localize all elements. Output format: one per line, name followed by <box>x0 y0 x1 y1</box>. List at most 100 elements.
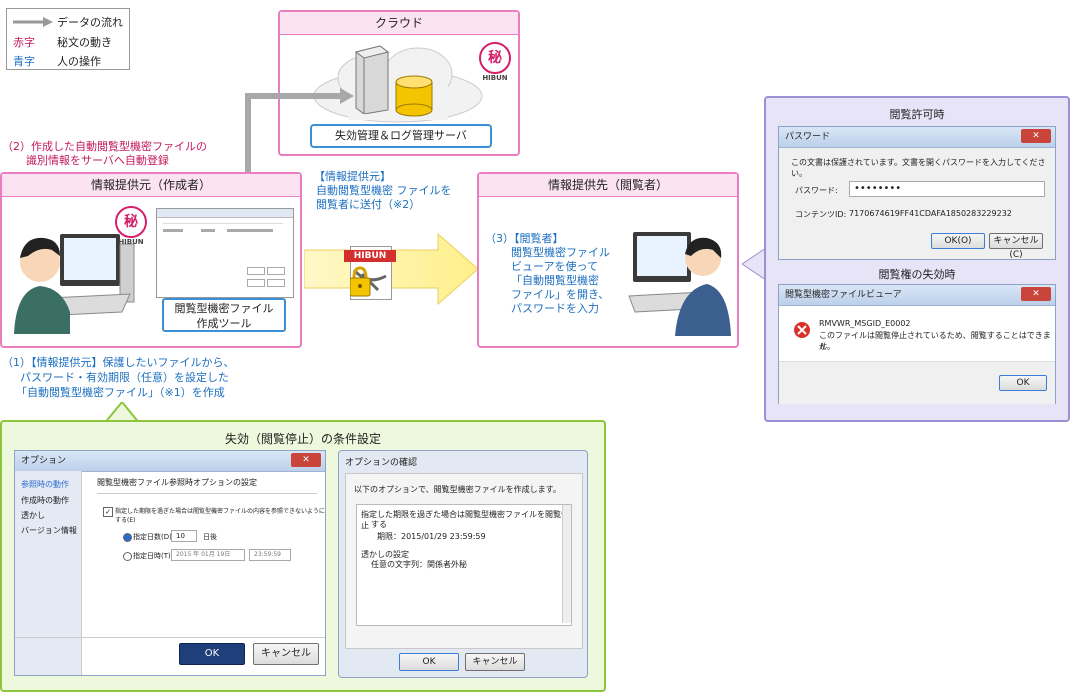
legend-red-desc: 秘文の動き <box>57 36 112 49</box>
recipient-line6: パスワードを入力 <box>511 302 599 315</box>
locked-file-icon: HIBUN <box>344 246 396 308</box>
error-message-line1: このファイルは閲覧停止されているため、閲覧することはできませ <box>819 331 1051 351</box>
days-input[interactable]: 10 <box>171 530 197 542</box>
side-item-create[interactable]: 作成時の動作 <box>21 496 69 505</box>
callout-pointer <box>742 248 766 280</box>
recipient-line4: 「自動閲覧型機密 <box>511 274 599 287</box>
error-message-line2: ん。 <box>819 342 835 351</box>
confirm-line3: 期限：2015/01/29 23:59:59 <box>377 532 486 541</box>
step1-line1: （1）【情報提供元】保護したいファイルから、 <box>2 356 235 369</box>
recipient-line1: （3）【閲覧者】 <box>485 232 564 245</box>
allowed-title: 閲覧許可時 <box>889 108 945 121</box>
server-label: 失効管理＆ログ管理サーバ <box>310 124 492 148</box>
radio-date-label: 指定日時(T): <box>133 552 174 560</box>
legend-arrow-icon <box>13 17 53 27</box>
pw-ok-button[interactable]: OK(O) <box>931 233 985 249</box>
options-heading: 閲覧型機密ファイル参照時オプションの設定 <box>97 478 257 487</box>
pw-input[interactable]: •••••••• <box>849 181 1045 197</box>
send-note-line3: 閲覧者に送付（※2） <box>316 198 421 211</box>
step1-line2: パスワード・有効期限（任意）を設定した <box>20 371 229 384</box>
tool-window-thumbnail <box>156 208 294 298</box>
confirm-cancel-button[interactable]: キャンセル <box>465 653 525 671</box>
person-at-computer-icon <box>14 234 135 334</box>
confirm-line5: 任意の文字列：関係者外秘 <box>371 560 467 569</box>
revoked-title: 閲覧権の失効時 <box>878 268 956 281</box>
viewer-dialog-title: 閲覧型機密ファイルビューア <box>779 285 1055 306</box>
cloud-title: クラウド <box>280 12 518 35</box>
server-icon <box>354 45 390 114</box>
pw-label: パスワード: <box>795 186 838 195</box>
recipient-title: 情報提供先（閲覧者） <box>479 174 737 197</box>
side-item-watermark[interactable]: 透かし <box>21 511 45 520</box>
conditions-title: 失効（閲覧停止）の条件設定 <box>224 432 381 446</box>
confirm-body: 以下のオプションで、閲覧型機密ファイルを作成します。 指定した期限を過ぎた場合は… <box>345 473 583 649</box>
password-dialog: パスワード ✕ この文書は保護されています。文書を開くパスワードを入力してくださ… <box>778 126 1056 260</box>
side-item-version[interactable]: バージョン情報 <box>21 526 77 535</box>
confirm-line4: 透かしの設定 <box>361 550 409 559</box>
side-item-view[interactable]: 参照時の動作 <box>21 480 69 489</box>
expire-checkbox[interactable]: ✓ <box>103 507 113 517</box>
confirm-intro: 以下のオプションで、閲覧型機密ファイルを作成します。 <box>354 485 561 494</box>
viewer-error-dialog: 閲覧型機密ファイルビューア ✕ RMVWR_MSGID_E0002 このファイル… <box>778 284 1056 404</box>
provider-title: 情報提供元（作成者） <box>2 174 300 197</box>
recipient-line2: 閲覧型機密ファイル <box>511 246 610 259</box>
radio-days-label: 指定日数(D): <box>133 533 175 541</box>
days-unit: 日後 <box>203 533 217 541</box>
options-close-button[interactable]: ✕ <box>291 453 321 467</box>
recipient-line3: ビューアを使って <box>511 260 599 273</box>
options-ok-button[interactable]: OK <box>179 643 245 665</box>
confirm-line2: する <box>371 520 387 529</box>
provider-hibun-logo: 秘 HIBUN <box>114 206 148 246</box>
send-note-line2: 自動閲覧型機密 ファイルを <box>316 184 452 197</box>
conditions-pointer <box>104 402 140 424</box>
pw-close-button[interactable]: ✕ <box>1021 129 1051 143</box>
pw-dialog-title: パスワード <box>779 127 1055 148</box>
package-label: HIBUN <box>344 250 396 262</box>
conditions-panel: 失効（閲覧停止）の条件設定 オプション ✕ 参照時の動作 作成時の動作 透かし … <box>0 420 606 692</box>
legend-blue-desc: 人の操作 <box>57 55 101 68</box>
data-flow-arrow-up <box>245 88 354 176</box>
legend-blue-key: 青字 <box>13 55 35 68</box>
content-id-value: 7170674619FF41CDAFA1850283229232 <box>849 209 1012 218</box>
expire-checkbox-label: 指定した期限を過ぎた場合は閲覧型機密ファイルの内容を参照できないようにする(E) <box>115 508 325 524</box>
step1-line3: 「自動閲覧型機密ファイル」（※1）を作成 <box>16 386 225 399</box>
step2-line1: （2）作成した自動閲覧型機密ファイルの <box>2 140 207 153</box>
content-id-label: コンテンツID: <box>795 210 847 219</box>
options-title: オプション <box>15 451 325 472</box>
time-input[interactable]: 23:59:59 <box>249 549 291 561</box>
step2-line2: 識別情報をサーバへ自動登録 <box>26 154 169 167</box>
legend-arrow-label: データの流れ <box>57 16 123 29</box>
confirm-title: オプションの確認 <box>345 458 418 468</box>
provider-logo-text: HIBUN <box>118 238 144 246</box>
database-icon <box>395 75 433 117</box>
options-sidebar: 参照時の動作 作成時の動作 透かし バージョン情報 <box>15 471 82 675</box>
confirm-scrollbar[interactable] <box>562 505 571 623</box>
tool-label-line1: 閲覧型機密ファイル <box>174 302 274 315</box>
provider-box: 情報提供元（作成者） 秘 HIBUN 閲覧型機密ファイル 作成ツール <box>0 172 302 348</box>
options-dialog: オプション ✕ 参照時の動作 作成時の動作 透かし バージョン情報 閲覧型機密フ… <box>14 450 326 676</box>
error-icon <box>794 322 810 338</box>
confirm-ok-button[interactable]: OK <box>399 653 459 671</box>
result-panel: 閲覧許可時 パスワード ✕ この文書は保護されています。文書を開くパスワードを入… <box>764 96 1070 422</box>
send-note-line1: 【情報提供元】 <box>314 170 391 183</box>
confirm-line1: 指定した期限を過ぎた場合は閲覧型機密ファイルを閲覧停止 <box>361 510 569 530</box>
options-cancel-button[interactable]: キャンセル <box>253 643 319 665</box>
legend-red-key: 赤字 <box>13 36 35 49</box>
viewer-close-button[interactable]: ✕ <box>1021 287 1051 301</box>
tool-label: 閲覧型機密ファイル 作成ツール <box>162 298 286 332</box>
cloud-logo-text: HIBUN <box>482 74 508 82</box>
viewer-at-computer-icon <box>628 232 731 336</box>
radio-date[interactable] <box>123 552 132 561</box>
pw-message: この文書は保護されています。文書を開くパスワードを入力してください。 <box>791 158 1046 178</box>
cloud-box: クラウド 秘 HIBUN 失効管理＆ログ管理サーバ <box>278 10 520 156</box>
error-ok-button[interactable]: OK <box>999 375 1047 391</box>
date-input[interactable]: 2015 年 01月 19日 <box>171 549 245 561</box>
pw-cancel-button[interactable]: キャンセル(C) <box>989 233 1043 260</box>
confirm-dialog: オプションの確認 以下のオプションで、閲覧型機密ファイルを作成します。 指定した… <box>338 450 588 678</box>
confirm-list: 指定した期限を過ぎた場合は閲覧型機密ファイルを閲覧停止 する 期限：2015/0… <box>356 504 572 626</box>
cloud-hibun-logo: 秘 HIBUN <box>478 42 512 82</box>
error-code: RMVWR_MSGID_E0002 <box>819 319 911 328</box>
radio-days[interactable] <box>123 533 132 542</box>
legend: データの流れ 赤字 秘文の動き 青字 人の操作 <box>6 8 130 70</box>
recipient-box: 情報提供先（閲覧者） （3）【閲覧者】 閲覧型機密ファイル ビューアを使って 「… <box>477 172 739 348</box>
